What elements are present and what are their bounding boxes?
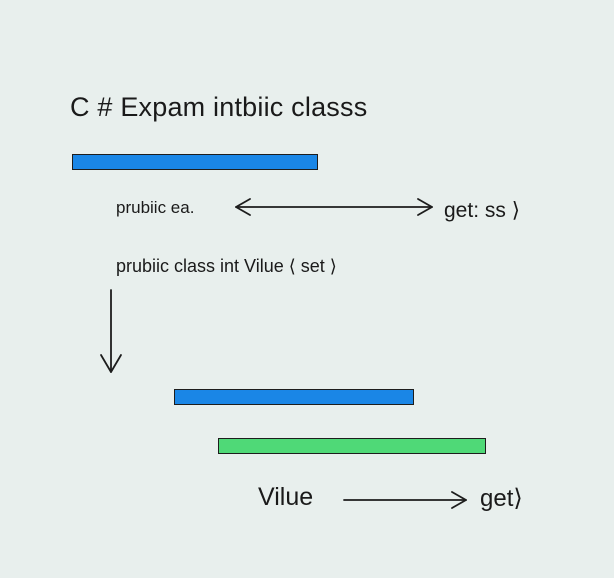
green-bar-bottom	[218, 438, 486, 454]
blue-bar-middle	[174, 389, 414, 405]
blue-bar-top	[72, 154, 318, 170]
right-arrow-icon	[343, 491, 467, 509]
down-arrow-icon	[100, 289, 122, 373]
code-line-2: prubiic class int Vilue ⟨ set ⟩	[116, 256, 337, 276]
value-label: Vilue	[258, 483, 314, 511]
code-line-1-right: get: ss ⟩	[444, 199, 520, 222]
diagram-title: C # Expam intbiic classs	[70, 92, 368, 122]
code-line-1-left: prubiic ea.	[116, 198, 195, 217]
get-label: get⟩	[480, 485, 523, 512]
double-arrow-icon	[235, 198, 433, 216]
